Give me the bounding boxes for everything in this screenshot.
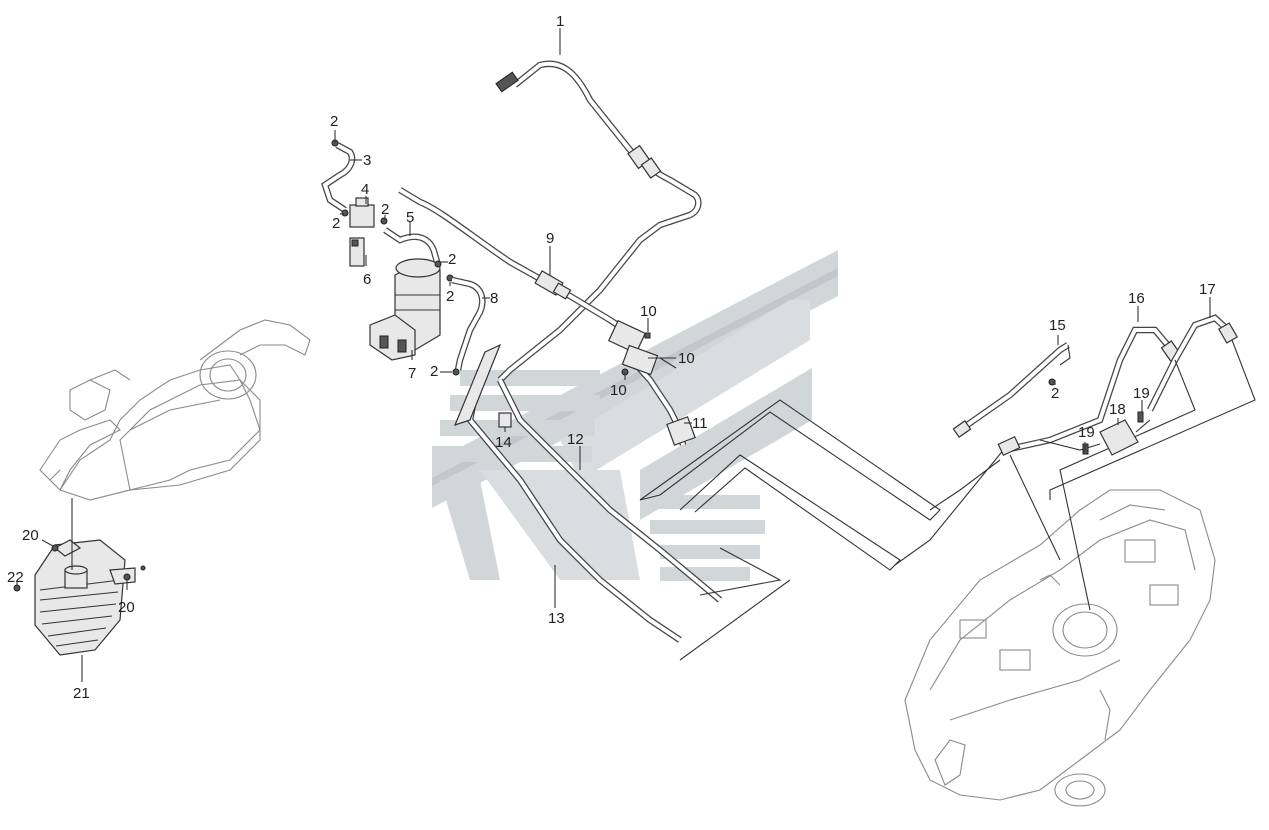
callout-4-label: 4	[361, 181, 369, 198]
callout-15: 15	[1049, 317, 1066, 345]
callout-21-label: 21	[73, 685, 90, 702]
callout-2d: 2	[440, 251, 456, 268]
callout-10c: 10	[610, 373, 627, 399]
callout-14: 14	[495, 427, 512, 451]
callout-1-label: 1	[556, 13, 564, 30]
callout-2: 2	[330, 113, 338, 143]
hose-5	[383, 227, 442, 266]
hose-3	[321, 139, 356, 213]
callout-20a: 20	[22, 527, 54, 547]
callout-1: 1	[556, 13, 564, 55]
callout-22: 22	[7, 569, 24, 586]
callout-14-label: 14	[495, 434, 512, 451]
reservoir-21	[13, 539, 146, 656]
pipe-15	[952, 342, 1071, 438]
callout-2d-label: 2	[448, 251, 456, 268]
callout-19a-label: 19	[1078, 424, 1095, 441]
callout-2f: 2	[430, 363, 452, 380]
callout-8: 8	[482, 290, 498, 307]
hose-1	[495, 60, 702, 383]
callout-2c-label: 2	[381, 201, 389, 218]
callout-2e: 2	[446, 282, 454, 305]
callout-2f-label: 2	[430, 363, 438, 380]
callout-20a-label: 20	[22, 527, 39, 544]
mount-strip	[453, 343, 512, 428]
callout-21: 21	[73, 655, 90, 702]
hose-8	[451, 276, 486, 376]
callout-16: 16	[1128, 290, 1145, 322]
callout-20b: 20	[118, 580, 135, 616]
canister-7	[369, 258, 454, 361]
callout-22-label: 22	[7, 569, 24, 586]
callout-13: 13	[548, 565, 565, 627]
callout-10a-label: 10	[640, 303, 657, 320]
callout-2c: 2	[381, 201, 389, 220]
callout-12: 12	[567, 431, 584, 470]
clip-9	[534, 270, 572, 300]
callout-2e-label: 2	[446, 288, 454, 305]
callout-19b-label: 19	[1133, 385, 1150, 402]
callout-18: 18	[1109, 401, 1126, 425]
fuel-tank-ghost	[904, 489, 1216, 807]
callout-12-label: 12	[567, 431, 584, 448]
callout-18-label: 18	[1109, 401, 1126, 418]
callout-4: 4	[361, 181, 369, 204]
callout-10b-label: 10	[678, 350, 695, 367]
callout-13-label: 13	[548, 610, 565, 627]
callout-2b-label: 2	[332, 215, 340, 232]
callout-6-label: 6	[363, 271, 371, 288]
callout-8-label: 8	[490, 290, 498, 307]
callout-15-label: 15	[1049, 317, 1066, 334]
callout-5-label: 5	[406, 209, 414, 226]
callout-10a: 10	[640, 303, 657, 332]
pipe-16	[997, 326, 1182, 457]
callout-17-label: 17	[1199, 281, 1216, 298]
callout-19a: 19	[1078, 424, 1095, 452]
callout-3-label: 3	[363, 152, 371, 169]
callout-11-label: 11	[692, 415, 708, 432]
callout-2b: 2	[332, 213, 344, 232]
watermark-logo	[432, 250, 838, 581]
callout-2a-label: 2	[330, 113, 338, 130]
air-cleaner-ghost	[39, 319, 311, 501]
callout-20b-label: 20	[118, 599, 135, 616]
callout-17: 17	[1199, 281, 1216, 318]
callout-16-label: 16	[1128, 290, 1145, 307]
callout-2g: 2	[1051, 380, 1059, 402]
callout-6: 6	[363, 255, 371, 288]
bracket-6	[349, 237, 365, 267]
filter-18	[1039, 411, 1151, 456]
callout-10c-label: 10	[610, 382, 627, 399]
callouts: 1 2 3 4 2 2 5 6 2 2 8 2 7 9 10 10 10 11 …	[7, 13, 1216, 702]
pipe-17	[1009, 314, 1256, 611]
callout-7: 7	[408, 350, 416, 382]
valve-11	[607, 319, 696, 446]
callout-9: 9	[546, 230, 554, 276]
callout-7-label: 7	[408, 365, 416, 382]
callout-19b: 19	[1133, 385, 1150, 412]
valve-4	[341, 197, 388, 228]
callout-9-label: 9	[546, 230, 554, 247]
callout-2g-label: 2	[1051, 385, 1059, 402]
callout-5: 5	[406, 209, 414, 236]
callout-10b: 10	[648, 350, 695, 369]
callout-3: 3	[350, 152, 371, 169]
callout-11: 11	[684, 415, 708, 432]
